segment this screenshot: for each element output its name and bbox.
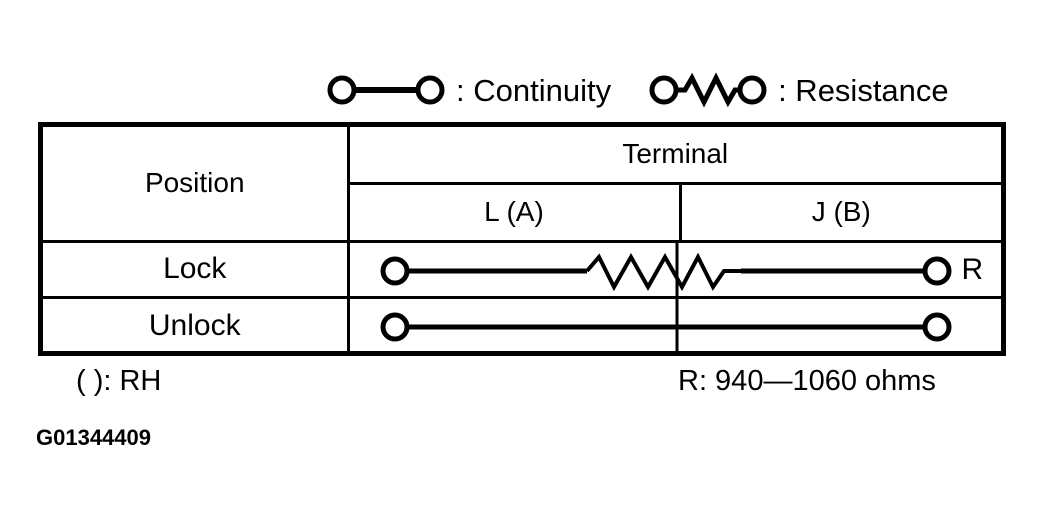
legend: : Continuity : Resistance	[325, 66, 1015, 114]
legend-continuity: : Continuity	[325, 70, 611, 110]
figure-id: G01344409	[36, 425, 151, 450]
row-lock-resistance-annotation: R	[961, 252, 984, 286]
cell-unlock-symbol	[348, 297, 1001, 355]
legend-resistance-label: : Resistance	[778, 72, 949, 108]
resistance-symbol	[649, 72, 767, 108]
note-resistance-range: R: 940—1060 ohms	[678, 365, 936, 397]
table-row: Unlock	[43, 297, 1001, 355]
continuity-symbol	[327, 75, 445, 105]
continuity-chart-table: Position Terminal L (A) J (B) Lock	[38, 122, 1006, 356]
header-terminal: Terminal	[348, 127, 1001, 185]
legend-resistance: : Resistance	[647, 70, 949, 110]
table-header-row-2: L (A) J (B)	[43, 183, 1001, 243]
legend-continuity-label: : Continuity	[456, 72, 612, 108]
row-label-unlock: Unlock	[43, 297, 350, 353]
table-header-row-1: Position Terminal	[43, 127, 1001, 243]
table-row: Lock	[43, 241, 1001, 299]
header-position: Position	[43, 127, 350, 243]
note-rh: ( ): RH	[76, 365, 162, 397]
header-terminal-jb: J (B)	[680, 183, 1001, 243]
header-terminal-la: L (A)	[348, 183, 682, 243]
cell-lock-symbol: R	[348, 241, 1001, 299]
continuity-symbol	[380, 298, 951, 355]
resistance-symbol	[380, 242, 951, 299]
row-label-lock: Lock	[43, 241, 350, 299]
